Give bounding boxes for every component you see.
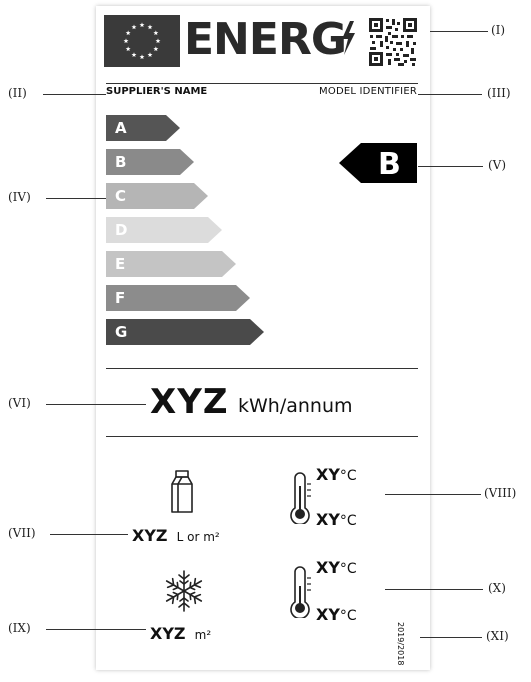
callout-label: (III) — [487, 86, 511, 100]
eu-star-icon — [123, 38, 129, 44]
model-identifier: MODEL IDENTIFIER — [319, 86, 417, 97]
callout-label: (IX) — [8, 621, 31, 635]
fresh-volume-unit: L or m² — [176, 530, 220, 544]
eu-star-icon — [131, 24, 137, 30]
class-bar-c: C — [106, 183, 208, 209]
eu-star-icon — [147, 24, 153, 30]
energy-consumption-value: XYZ — [150, 382, 229, 422]
energy-rule — [106, 436, 418, 437]
eu-star-icon — [125, 30, 131, 36]
temp-top-low-value: XY — [316, 510, 340, 529]
callout-label: (VII) — [8, 526, 36, 540]
energy-title: ENERG — [184, 14, 347, 65]
frozen-area: XYZ m² — [150, 624, 211, 643]
temp-bottom-high-unit: °C — [339, 561, 357, 577]
eu-star-icon — [153, 46, 159, 52]
callout-line — [385, 589, 483, 590]
regulation-number: 2019/2018 — [396, 622, 405, 666]
callout-label: (V) — [488, 158, 507, 172]
class-letter-g: G — [115, 323, 128, 341]
callout-label: (II) — [8, 86, 27, 100]
temp-bottom-high: XY°C — [316, 558, 357, 577]
class-bar-a: A — [106, 115, 180, 141]
temp-top-high-value: XY — [316, 465, 340, 484]
callout-line — [418, 166, 483, 167]
class-bar-d: D — [106, 217, 222, 243]
callout-label: (VI) — [8, 396, 31, 410]
header-rule — [106, 83, 418, 84]
scale-rule — [106, 368, 418, 369]
temp-top-high-unit: °C — [339, 468, 357, 484]
callout-line — [385, 494, 481, 495]
class-letter-d: D — [115, 221, 128, 239]
temp-bottom-low-unit: °C — [339, 608, 357, 624]
frozen-area-value: XYZ — [150, 624, 186, 643]
temp-top-high: XY°C — [316, 465, 357, 484]
eu-star-icon — [139, 22, 145, 28]
frozen-area-unit: m² — [194, 628, 212, 642]
callout-line — [418, 94, 482, 95]
supplier-name: SUPPLIER'S NAME — [106, 86, 208, 97]
eu-flag-icon — [104, 15, 180, 67]
eu-star-icon — [131, 52, 137, 57]
class-bar-e: E — [106, 251, 236, 277]
callout-line — [430, 31, 488, 32]
temp-bottom-low: XY°C — [316, 605, 357, 624]
callout-line — [46, 404, 146, 405]
qr-code-icon — [368, 17, 418, 71]
milk-carton-icon — [169, 470, 195, 518]
class-letter-f: F — [115, 289, 126, 307]
class-letter-a: A — [115, 119, 127, 137]
class-bar-g: G — [106, 319, 264, 345]
fresh-volume-value: XYZ — [132, 526, 168, 545]
eu-star-icon — [147, 52, 153, 57]
class-letter-b: B — [115, 153, 127, 171]
callout-label: (IV) — [8, 190, 31, 204]
class-letter-c: C — [115, 187, 127, 205]
class-indicator-arrow — [339, 143, 417, 187]
class-letter-e: E — [115, 255, 126, 273]
thermometer-icon — [285, 566, 315, 622]
callout-line — [46, 198, 106, 199]
eu-star-icon — [125, 46, 131, 52]
callout-line — [46, 629, 146, 630]
class-bar-b: B — [106, 149, 194, 175]
eu-star-icon — [155, 38, 161, 44]
selected-class-letter: B — [378, 147, 401, 182]
lightning-icon — [340, 21, 356, 59]
temp-top-low: XY°C — [316, 510, 357, 529]
callout-line — [420, 637, 482, 638]
eu-star-icon — [153, 30, 159, 36]
temp-bottom-low-value: XY — [316, 605, 340, 624]
eu-star-icon — [139, 54, 145, 60]
temp-top-low-unit: °C — [339, 513, 357, 529]
thermometer-icon — [285, 472, 315, 528]
class-bar-f: F — [106, 285, 250, 311]
fresh-volume: XYZ L or m² — [132, 526, 220, 545]
callout-label: (I) — [491, 23, 506, 37]
callout-line — [50, 534, 128, 535]
energy-consumption-unit: kWh/annum — [238, 395, 353, 417]
callout-line — [43, 94, 106, 95]
callout-label: (XI) — [486, 629, 509, 643]
callout-label: (X) — [488, 581, 506, 595]
snowflake-icon — [162, 569, 206, 617]
callout-label: (VIII) — [484, 486, 517, 500]
temp-bottom-high-value: XY — [316, 558, 340, 577]
